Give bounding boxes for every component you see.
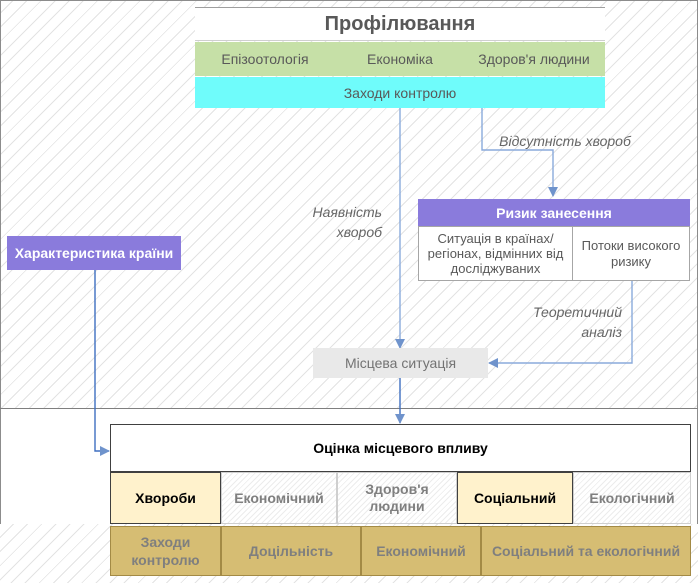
local-situation: Місцева ситуація xyxy=(313,348,488,378)
impact-human-health: Здоров'я людини xyxy=(337,472,457,524)
bottom-economic: Економічний xyxy=(361,526,481,576)
arrow-country-to-impact xyxy=(94,270,110,456)
impact-economic: Економічний xyxy=(221,472,337,524)
arrow-theory xyxy=(488,281,633,368)
profiling-title-text: Профілювання xyxy=(324,12,476,35)
control-measures-box: Заходи контролю xyxy=(195,77,605,108)
area-economics: Економіка xyxy=(367,51,433,67)
impact-diseases: Хвороби xyxy=(110,472,221,524)
profiling-title: Профілювання xyxy=(195,7,605,41)
section-divider xyxy=(0,408,698,409)
risk-title: Ризик занесення xyxy=(418,199,690,226)
risk-flows: Потоки високого ризику xyxy=(572,226,690,281)
label-absence: Відсутність хвороб xyxy=(499,133,631,149)
area-epizootology: Епізоотологія xyxy=(221,51,309,67)
risk-situation: Ситуація в країнах/ регіонах, відмінних … xyxy=(418,226,573,281)
bottom-control: Заходи контролю xyxy=(110,526,221,576)
bottom-social-ecological: Соціальний та екологічний xyxy=(481,526,691,576)
label-theory: Теоретичний аналіз xyxy=(532,304,622,340)
impact-social: Соціальний xyxy=(457,472,573,524)
arrow-absence xyxy=(481,108,558,197)
bottom-feasibility: Доцільність xyxy=(221,526,361,576)
label-presence: Наявність хвороб xyxy=(312,204,382,240)
impact-title: Оцінка місцевого впливу xyxy=(110,424,691,472)
country-characteristics: Характеристика країни xyxy=(7,236,181,270)
area-human-health: Здоров'я людини xyxy=(478,51,590,67)
profiling-areas-row xyxy=(195,42,605,76)
impact-ecological: Екологічний xyxy=(573,472,691,524)
